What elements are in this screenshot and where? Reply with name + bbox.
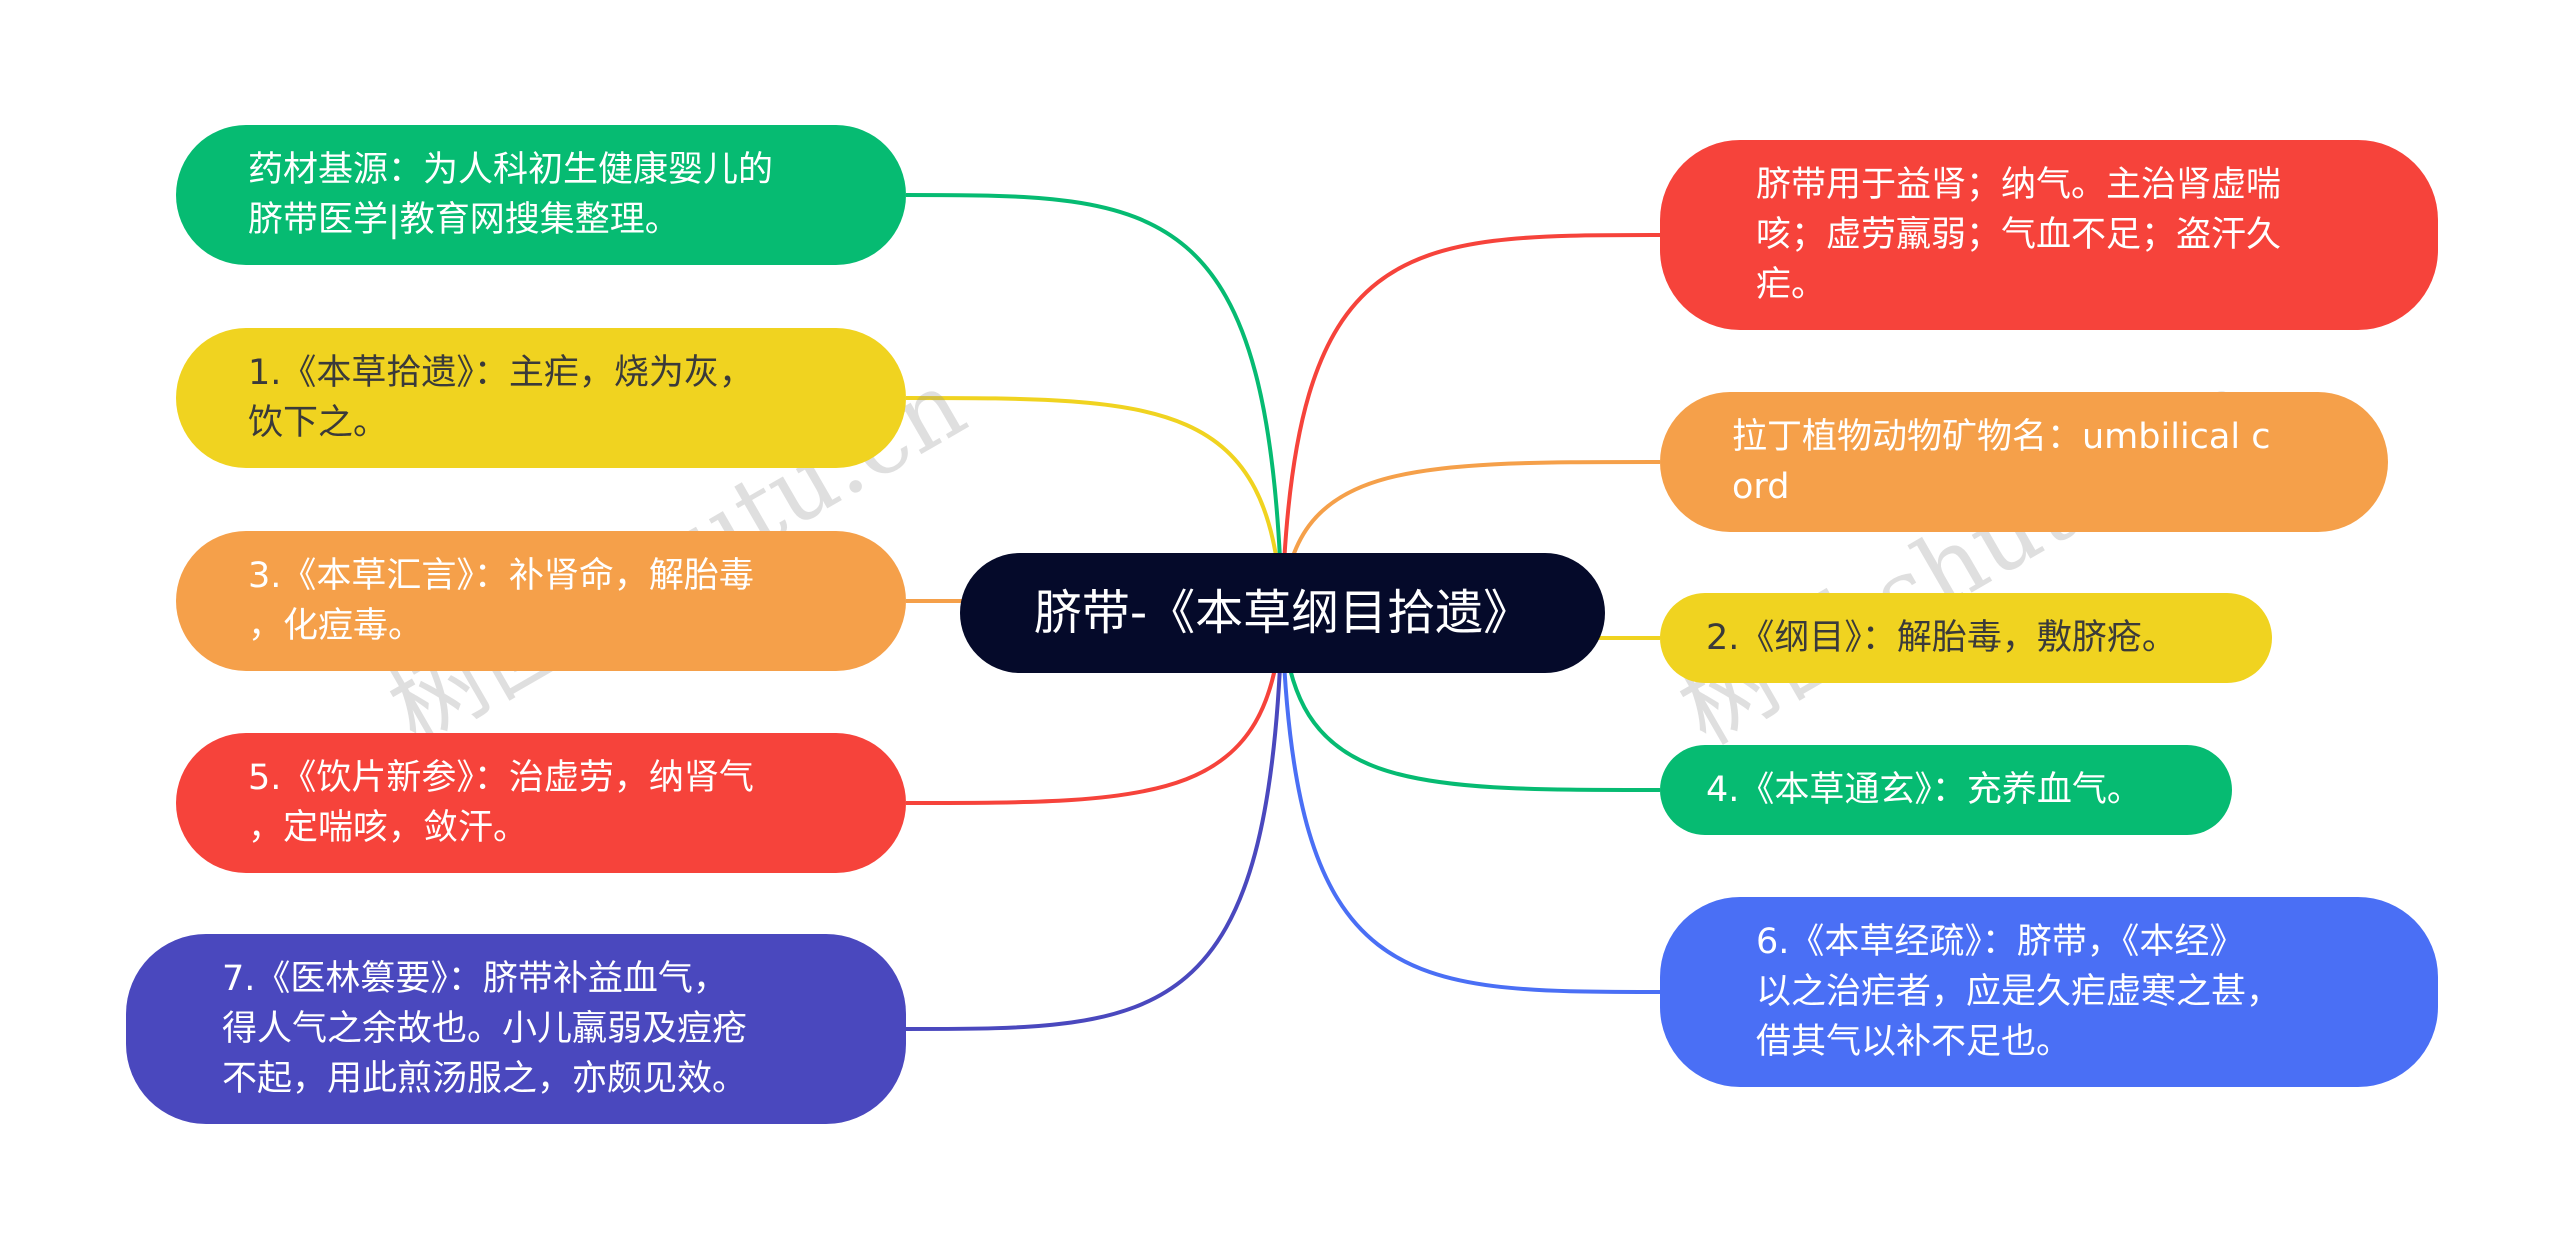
branch-node-text: 6.《本草经疏》：脐带，《本经》 以之治疟者，应是久疟虚寒之甚， 借其气以补不足… bbox=[1756, 922, 2282, 1062]
branch-node-latin-name[interactable]: 拉丁植物动物矿物名：umbilical c ord bbox=[1660, 392, 2388, 532]
branch-node-text: 3.《本草汇言》：补肾命，解胎毒 ，化痘毒。 bbox=[248, 556, 754, 646]
branch-node-yilin-cuanyao[interactable]: 7.《医林篡要》：脐带补益血气， 得人气之余故也。小儿羸弱及痘疮 不起，用此煎汤… bbox=[126, 934, 906, 1124]
branch-node-text: 拉丁植物动物矿物名：umbilical c ord bbox=[1732, 417, 2271, 507]
connector-line bbox=[1280, 612, 1661, 792]
root-node-label: 脐带-《本草纲目拾遗》 bbox=[1033, 585, 1532, 641]
branch-node-text: 脐带用于益肾；纳气。主治肾虚喘 咳；虚劳羸弱；气血不足；盗汗久 疟。 bbox=[1756, 165, 2282, 305]
branch-node-text: 药材基源：为人科初生健康婴儿的 脐带医学|教育网搜集整理。 bbox=[248, 150, 774, 240]
connector-line bbox=[1280, 233, 1661, 614]
branch-node-text: 4.《本草通玄》：充养血气。 bbox=[1706, 770, 2142, 810]
root-node[interactable]: 脐带-《本草纲目拾遗》 bbox=[960, 553, 1605, 673]
branch-node-gangmu[interactable]: 2.《纲目》：解胎毒，敷脐疮。 bbox=[1660, 593, 2272, 683]
branch-node-source[interactable]: 药材基源：为人科初生健康婴儿的 脐带医学|教育网搜集整理。 bbox=[176, 125, 906, 265]
branch-node-text: 1.《本草拾遗》：主疟，烧为灰， 饮下之。 bbox=[248, 353, 754, 443]
branch-node-indications[interactable]: 脐带用于益肾；纳气。主治肾虚喘 咳；虚劳羸弱；气血不足；盗汗久 疟。 bbox=[1660, 140, 2438, 330]
branch-node-yinpian-xincan[interactable]: 5.《饮片新参》：治虚劳，纳肾气 ，定喘咳，敛汗。 bbox=[176, 733, 906, 873]
connector-line bbox=[1280, 612, 1661, 994]
connector-line bbox=[905, 612, 1284, 1031]
connector-line bbox=[905, 193, 1284, 614]
branch-node-text: 7.《医林篡要》：脐带补益血气， 得人气之余故也。小儿羸弱及痘疮 不起，用此煎汤… bbox=[222, 959, 748, 1099]
connector-line bbox=[905, 612, 1284, 805]
branch-node-text: 5.《饮片新参》：治虚劳，纳肾气 ，定喘咳，敛汗。 bbox=[248, 758, 754, 848]
branch-node-bencao-jingshu[interactable]: 6.《本草经疏》：脐带，《本经》 以之治疟者，应是久疟虚寒之甚， 借其气以补不足… bbox=[1660, 897, 2438, 1087]
branch-node-bencao-tongxuan[interactable]: 4.《本草通玄》：充养血气。 bbox=[1660, 745, 2232, 835]
branch-node-bencao-huiyan[interactable]: 3.《本草汇言》：补肾命，解胎毒 ，化痘毒。 bbox=[176, 531, 906, 671]
connector-line bbox=[905, 396, 1284, 614]
branch-node-text: 2.《纲目》：解胎毒，敷脐疮。 bbox=[1706, 618, 2177, 658]
branch-node-bencao-shiyi[interactable]: 1.《本草拾遗》：主疟，烧为灰， 饮下之。 bbox=[176, 328, 906, 468]
